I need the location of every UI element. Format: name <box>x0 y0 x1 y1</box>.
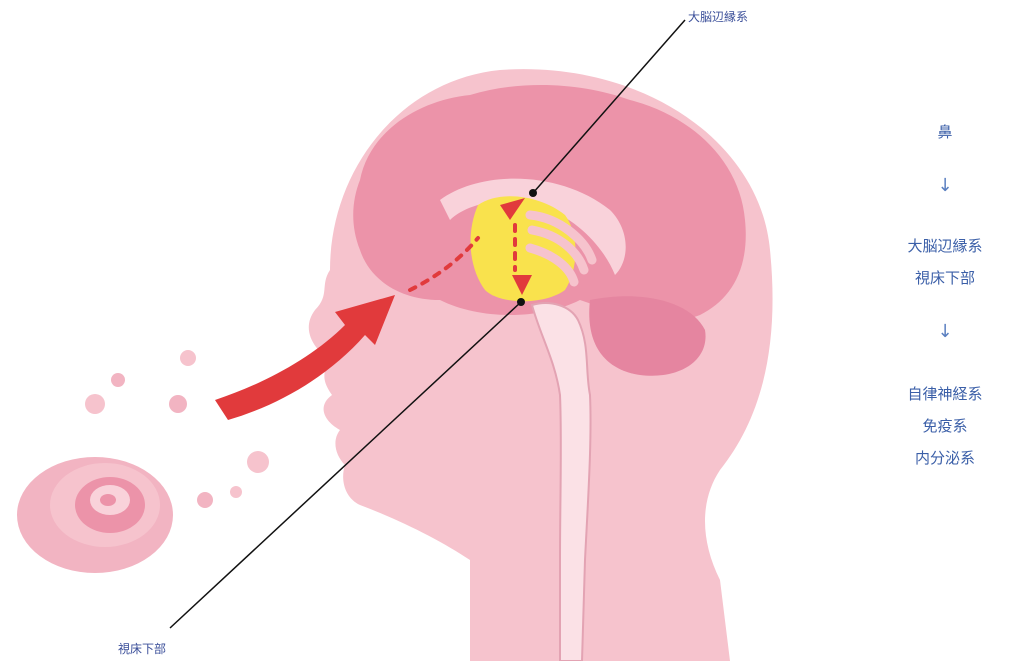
scent-dot <box>180 350 196 366</box>
limbic-system-callout: 大脳辺縁系 <box>688 8 748 25</box>
flow-step-immune: 免疫系 <box>880 414 1010 438</box>
scent-dot <box>111 373 125 387</box>
flow-step-nose: 鼻 <box>880 120 1010 144</box>
scent-dot <box>85 394 105 414</box>
flow-step-endocrine: 内分泌系 <box>880 446 1010 470</box>
flow-arrow-1: ↓ <box>880 174 1010 198</box>
hypothalamus-leader-dot <box>517 298 525 306</box>
rose-flower <box>17 457 173 573</box>
scent-dot <box>247 451 269 473</box>
limbic-leader-dot <box>529 189 537 197</box>
scent-dot <box>197 492 213 508</box>
scent-dot <box>169 395 187 413</box>
flow-step-hypothalamus: 視床下部 <box>880 266 1010 290</box>
process-flow: 鼻 ↓ 大脳辺縁系 視床下部 ↓ 自律神経系 免疫系 内分泌系 <box>880 120 1010 470</box>
flow-arrow-2: ↓ <box>880 320 1010 344</box>
flow-step-limbic: 大脳辺縁系 <box>880 234 1010 258</box>
flow-step-autonomic: 自律神経系 <box>880 382 1010 406</box>
scent-dot <box>230 486 242 498</box>
hypothalamus-callout: 視床下部 <box>118 640 166 657</box>
